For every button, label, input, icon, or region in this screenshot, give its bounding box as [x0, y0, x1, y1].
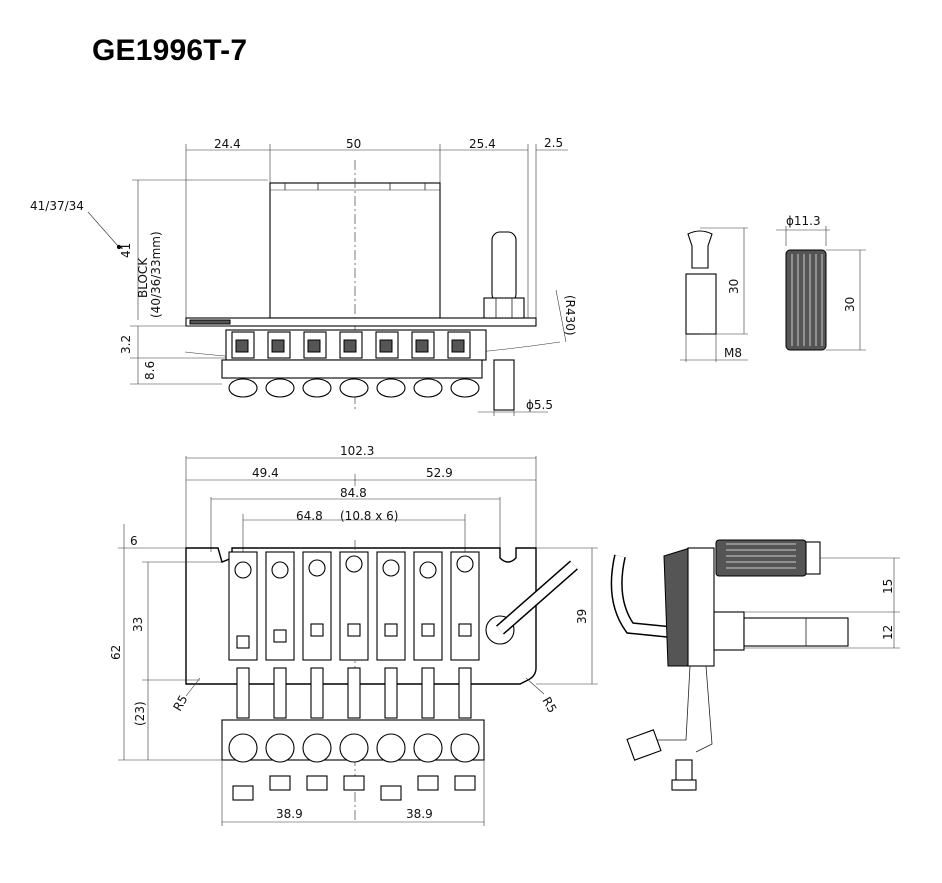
dim-post-dia: ϕ5.5	[526, 398, 553, 412]
tuner-bolts	[236, 667, 472, 719]
stud-thread: M8	[724, 346, 742, 360]
base-plate-outline	[185, 547, 537, 685]
dim-50: 50	[346, 137, 361, 151]
dim-102-3: 102.3	[340, 444, 374, 458]
dim-39: 39	[575, 609, 589, 624]
dim-33: 33	[131, 617, 145, 632]
dim-15: 15	[881, 579, 895, 594]
dim-64-8: 64.8	[296, 509, 323, 523]
dim-8-6: 8.6	[143, 361, 157, 380]
stud-detail: 30 M8	[680, 227, 748, 362]
knob-height: 30	[843, 297, 857, 312]
plan-view: 102.3 49.4 52.9 84.8 64.8 (10.8 x 6)	[109, 444, 598, 826]
dim-38-9-right: 38.9	[406, 807, 433, 821]
dim-r430: (R430)	[563, 295, 577, 336]
dim-spacing-note: (10.8 x 6)	[340, 509, 398, 523]
dim-6: 6	[130, 534, 138, 548]
dim-r5-right: R5	[539, 695, 559, 716]
stud-nut	[483, 297, 525, 319]
knob-detail: ϕ11.3 30	[776, 214, 866, 351]
top-view: 24.4 50 25.4 2.5 41/37/34 41 BLOCK (40/3…	[30, 136, 577, 416]
dim-52-9: 52.9	[426, 466, 453, 480]
label-41-37-34: 41/37/34	[30, 199, 84, 213]
knob-diameter: ϕ11.3	[786, 214, 821, 228]
block-text: BLOCK	[136, 257, 150, 298]
dim-r5-left: R5	[170, 693, 190, 714]
dim-23: (23)	[133, 701, 147, 726]
dim-2-5: 2.5	[544, 136, 563, 150]
saddle-row	[225, 329, 487, 361]
stud-post	[491, 231, 517, 303]
dim-24-4: 24.4	[214, 137, 241, 151]
base-plate	[185, 317, 537, 327]
diagram-title: GE1996T-7	[92, 34, 248, 67]
fine-tuners-plan	[228, 733, 480, 801]
block-size-text: (40/36/33mm)	[149, 231, 163, 318]
dim-3-2: 3.2	[119, 335, 133, 354]
dim-49-4: 49.4	[252, 466, 279, 480]
side-view: 15 12	[610, 539, 900, 791]
dim-41: 41	[119, 243, 133, 258]
dim-62: 62	[109, 645, 123, 660]
saddles-plan	[228, 551, 480, 661]
dim-25-4: 25.4	[469, 137, 496, 151]
fine-tuner-row-top	[228, 378, 480, 398]
dim-84-8: 84.8	[340, 486, 367, 500]
dim-38-9-left: 38.9	[276, 807, 303, 821]
dim-12: 12	[881, 625, 895, 640]
stud-height: 30	[727, 279, 741, 294]
